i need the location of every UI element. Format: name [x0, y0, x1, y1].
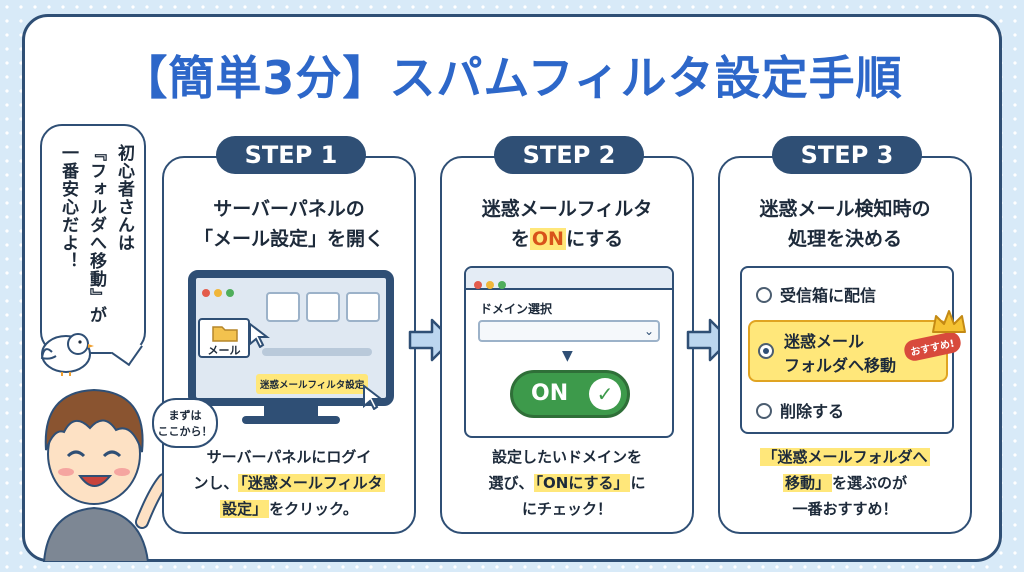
- radio-selected[interactable]: [758, 343, 774, 359]
- speech-bubble: 初心者さんは 『フォルダへ移動』が 一番安心だよ！: [40, 124, 146, 354]
- option-deliver-inbox[interactable]: 受信箱に配信: [756, 282, 876, 306]
- step-3-panel: 迷惑メール検知時の 処理を決める 受信箱に配信 迷惑メール フォルダへ移動 おす…: [718, 156, 972, 534]
- crown-icon: [932, 310, 966, 333]
- spam-filter-toggle[interactable]: ON ✓: [510, 370, 630, 418]
- filter-settings-tag: 迷惑メールフィルタ設定: [256, 374, 369, 394]
- step-3-heading: 迷惑メール検知時の 処理を決める: [759, 198, 931, 250]
- step-3-label: STEP 3: [772, 136, 922, 174]
- bubble-line-1: 初心者さんは: [114, 144, 134, 252]
- monitor-illustration: メール 迷惑メールフィルタ設定: [188, 270, 394, 406]
- step-1-panel: サーバーパネルの 「メール設定」を開く メール 迷惑メールフィルタ設定 サーバー…: [162, 156, 416, 534]
- envelope-icon: [306, 292, 340, 322]
- window-dots: [196, 278, 386, 305]
- radio-unselected[interactable]: [756, 403, 772, 419]
- option-delete[interactable]: 削除する: [756, 398, 844, 422]
- window-titlebar: [466, 268, 672, 290]
- step-3-description: 「迷惑メールフォルダへ 移動」を選ぶのが 一番おすすめ！: [760, 448, 930, 518]
- step-1-label: STEP 1: [216, 136, 366, 174]
- down-arrow-icon: ▼: [562, 348, 573, 364]
- cursor-icon: [363, 384, 384, 410]
- step-2-description: 設定したいドメインを 選び、「ONにする」に にチェック！: [488, 448, 646, 518]
- chevron-down-icon: ⌄: [643, 324, 654, 338]
- check-icon: ✓: [589, 378, 621, 410]
- bird-icon: [40, 333, 94, 376]
- option-move-to-folder[interactable]: 迷惑メール フォルダへ移動: [748, 320, 948, 382]
- step-2-label: STEP 2: [494, 136, 644, 174]
- folder-icon: [212, 326, 238, 342]
- monitor-base: [242, 416, 340, 424]
- cursor-icon: [249, 322, 270, 348]
- bubble-line-3: 一番安心だよ！: [58, 144, 78, 270]
- step-1-description: サーバーパネルにログイ ンし、「迷惑メールフィルタ 設定」をクリック。: [193, 448, 385, 518]
- placeholder-bar: [262, 348, 372, 356]
- mail-folder: メール: [198, 318, 250, 358]
- spam-action-options: 受信箱に配信 迷惑メール フォルダへ移動 おすすめ! 削除する: [740, 266, 966, 434]
- domain-select-label: ドメイン選択: [480, 302, 553, 316]
- bubble-line-2: 『フォルダへ移動』が: [86, 144, 106, 324]
- page-title: 【簡単3分】スパムフィルタ設定手順: [121, 51, 903, 105]
- step-1-heading: サーバーパネルの 「メール設定」を開く: [193, 198, 384, 250]
- monitor-stand: [264, 404, 318, 418]
- envelope-icon: [266, 292, 300, 322]
- settings-window: ドメイン選択 ⌄ ▼ ON ✓: [464, 266, 674, 438]
- document-icon: [346, 292, 380, 322]
- domain-select[interactable]: ⌄: [478, 320, 660, 342]
- boy-character-illustration: [42, 388, 171, 562]
- radio-unselected[interactable]: [756, 287, 772, 303]
- start-here-bubble: まずは ここから！: [152, 398, 218, 448]
